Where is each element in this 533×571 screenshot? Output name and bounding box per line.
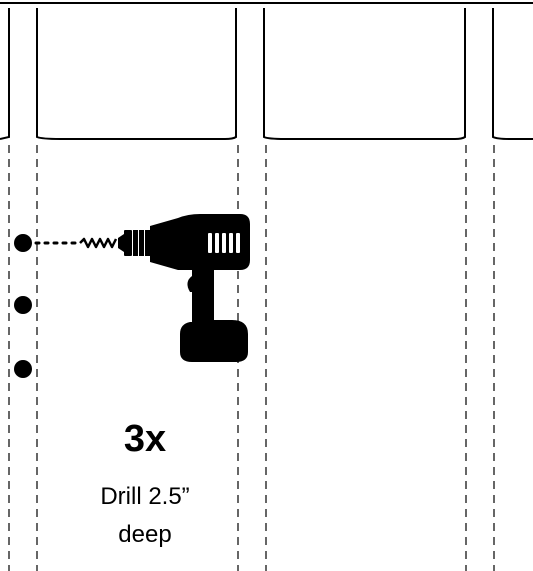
power-drill-icon <box>79 214 250 362</box>
drill-hole-marker <box>14 360 32 378</box>
dashed-guide-lines <box>8 145 495 571</box>
drill-hole-marker <box>14 296 32 314</box>
drill-hole-marker <box>14 234 32 252</box>
post-left <box>0 8 237 140</box>
quantity-label: 3x <box>123 418 167 460</box>
post-middle <box>263 8 466 140</box>
drill-depth-instruction: Drill 2.5” <box>100 483 190 510</box>
post-right <box>492 8 533 140</box>
drill-depth-instruction-continued: deep <box>118 521 172 548</box>
